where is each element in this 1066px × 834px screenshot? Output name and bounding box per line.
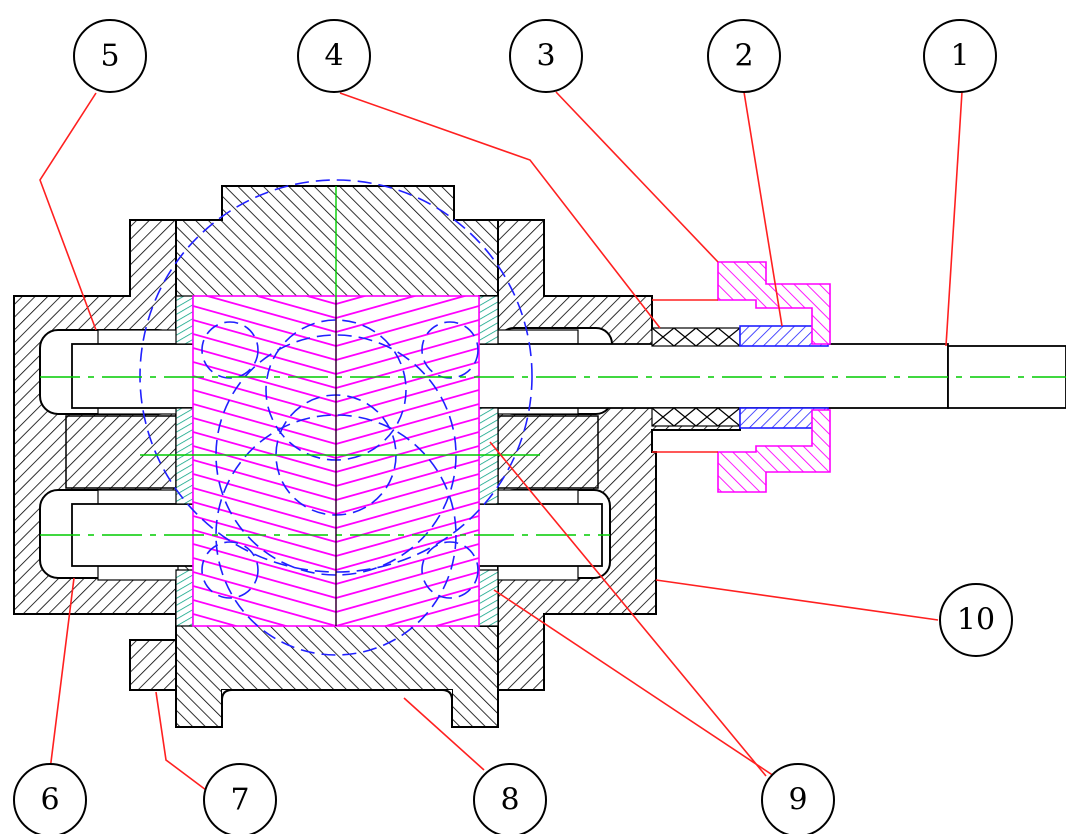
gear-tooth-line [193, 487, 337, 529]
balloon-6: 6 [13, 763, 87, 834]
gear-tooth-line [193, 585, 337, 626]
gear-tooth-line [193, 557, 337, 599]
balloon-label: 8 [500, 783, 519, 818]
balloon-label: 2 [734, 39, 753, 74]
gear-tooth-line [193, 319, 337, 361]
gear-tooth-line [193, 599, 290, 626]
gear-tooth-line [335, 543, 479, 585]
leader-10 [655, 579, 939, 621]
part-balloons: 5 4 3 2 1 10 6 7 8 9 [13, 19, 1013, 834]
gear-tooth-line [193, 389, 337, 431]
balloon-label: 1 [950, 39, 969, 74]
gear-tooth-line [254, 296, 337, 319]
balloon-circle [923, 19, 997, 93]
leader-8 [403, 697, 485, 771]
balloon-9: 9 [761, 763, 835, 834]
balloon-7: 7 [203, 763, 277, 834]
gear-tooth-line [193, 529, 337, 571]
gear-tooth-line [193, 305, 337, 347]
gear-tooth-line [335, 487, 479, 529]
gear-tooth-line [304, 296, 337, 305]
balloon-label: 9 [788, 783, 807, 818]
balloon-10: 10 [939, 583, 1013, 657]
gear-tooth-line [193, 445, 337, 487]
balloon-label: 3 [536, 39, 555, 74]
gear-bushings [175, 295, 499, 627]
balloon-8: 8 [473, 763, 547, 834]
packing-seal [651, 327, 741, 427]
balloon-circle [13, 763, 87, 834]
balloon-5: 5 [73, 19, 147, 93]
gear-tooth-line [193, 347, 337, 389]
gear-tooth-line [335, 571, 479, 613]
leader-9b [493, 589, 775, 777]
gear-tooth-line [335, 389, 479, 431]
gear-tooth-line [335, 347, 479, 389]
gear-tooth-line [335, 333, 479, 375]
balloon-circle [707, 19, 781, 93]
gear-tooth-line [193, 403, 337, 445]
balloon-circle [203, 763, 277, 834]
gear-tooth-line [193, 431, 337, 473]
gear-tooth-line [382, 599, 479, 626]
balloon-4: 4 [297, 19, 371, 93]
balloon-circle [509, 19, 583, 93]
gear-tooth-line [335, 445, 479, 487]
leader-7 [155, 691, 207, 791]
gear-tooth-line [193, 333, 337, 375]
balloon-circle [297, 19, 371, 93]
gear-tooth-line [335, 557, 479, 599]
gear-tooth-line [335, 305, 479, 347]
gear-tooth-line [193, 473, 337, 515]
leader-1 [945, 91, 963, 347]
leader-6 [49, 577, 75, 771]
leader-3 [555, 91, 719, 263]
balloon-3: 3 [509, 19, 583, 93]
balloon-circle [73, 19, 147, 93]
gear-tooth-line [203, 296, 337, 333]
gear-tooth-line [193, 361, 337, 403]
gear-tooth-line [335, 473, 479, 515]
leader-lines [39, 91, 963, 791]
gear-tooth-line [335, 296, 418, 319]
gear-tooth-line [335, 403, 479, 445]
balloon-circle [939, 583, 1013, 657]
gland-bushing [739, 325, 829, 429]
gear-tooth-line [193, 571, 337, 613]
balloon-label: 5 [100, 39, 119, 74]
balloon-label: 7 [230, 783, 249, 818]
leader-9a [489, 441, 767, 777]
gear-tooth-line [193, 375, 337, 417]
gear-tooth-line [432, 613, 479, 626]
gear-tooth-line [335, 296, 368, 305]
gear-tooth-line [335, 361, 479, 403]
gear-tooth-line [335, 585, 479, 626]
gear-tooth-line [335, 375, 479, 417]
gland-nut [652, 261, 831, 493]
balloon-circle [473, 763, 547, 834]
gear-tooth-line [335, 296, 469, 333]
leader-5 [39, 92, 97, 331]
gear-tooth-line [335, 319, 479, 361]
gear-tooth-line [335, 529, 479, 571]
balloon-1: 1 [923, 19, 997, 93]
leader-4 [339, 92, 661, 329]
balloon-2: 2 [707, 19, 781, 93]
center-lines [40, 186, 1066, 536]
balloon-label: 6 [40, 783, 59, 818]
gear-tooth-line [193, 613, 240, 626]
balloon-label: 4 [324, 39, 343, 74]
balloon-circle [761, 763, 835, 834]
balloon-label: 10 [957, 603, 995, 638]
leader-2 [743, 91, 783, 327]
